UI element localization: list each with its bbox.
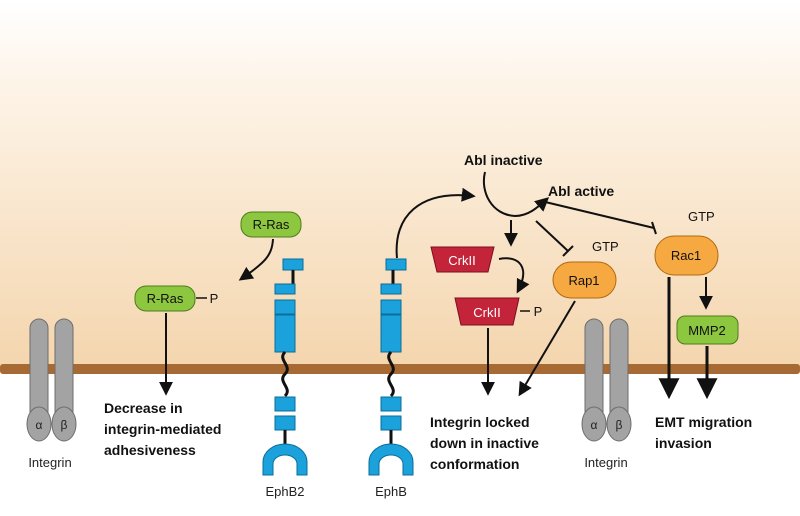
crkii-p-label: CrkII [473, 305, 500, 320]
phosphate-label: P [534, 304, 543, 319]
ephb-label: EphB [375, 484, 407, 499]
integrin-label: Integrin [584, 455, 627, 470]
integrin-label: Integrin [28, 455, 71, 470]
integrin-left: α β Integrin [26, 318, 77, 470]
rac1-gtp-label: GTP [688, 209, 715, 224]
r-ras-label: R-Ras [253, 217, 290, 232]
ephb2-label: EphB2 [265, 484, 304, 499]
mmp2-node: MMP2 [676, 315, 739, 345]
crkii-phosphorylation-arrow [498, 257, 530, 294]
crkii-node: CrkII [430, 246, 495, 273]
integrin-locked-text: Integrin locked down in inactive conform… [430, 414, 543, 472]
r-ras-node: R-Ras [240, 211, 302, 238]
r-ras-phosphorylation-arrow [238, 238, 274, 281]
ephb2-receptor: EphB2 [262, 258, 308, 499]
rac1-node: Rac1 GTP [654, 209, 719, 276]
ephb-receptor: EphB [368, 258, 414, 499]
integrin-alpha-label: α [591, 418, 598, 432]
abl-inactive-label: Abl inactive [464, 152, 543, 168]
rap1-effect-arrow [518, 300, 576, 397]
r-ras-p-node: R-Ras P [134, 285, 219, 312]
rap1-node: Rap1 GTP [552, 239, 619, 299]
integrin-beta-label: β [61, 418, 68, 432]
ephb-to-abl-arrow [395, 187, 476, 259]
rap1-gtp-label: GTP [592, 239, 619, 254]
mmp2-label: MMP2 [688, 323, 726, 338]
abl-inhibits-rap1 [535, 220, 569, 252]
abl-activation-arrow [482, 171, 550, 218]
crkii-p-node: CrkII P [454, 297, 543, 326]
emt-migration-text: EMT migration invasion [655, 414, 756, 451]
rac1-label: Rac1 [671, 248, 701, 263]
integrin-right: α β Integrin [581, 318, 632, 470]
abl-inhibits-rac1 [540, 200, 655, 229]
integrin-beta-label: β [616, 418, 623, 432]
crkii-label: CrkII [448, 253, 475, 268]
abl-active-label: Abl active [548, 183, 614, 199]
r-ras-p-label: R-Ras [147, 291, 184, 306]
integrin-alpha-label: α [36, 418, 43, 432]
decrease-adhesiveness-text: Decrease in integrin-mediated adhesivene… [104, 400, 225, 458]
cell-membrane [0, 364, 800, 374]
phosphate-label: P [210, 291, 219, 306]
rap1-label: Rap1 [568, 273, 599, 288]
